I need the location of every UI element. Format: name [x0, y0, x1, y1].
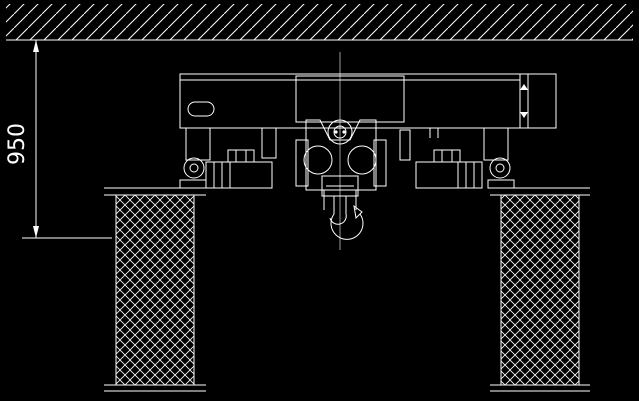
hoist-frame: [179, 73, 557, 161]
ceiling: [6, 4, 633, 41]
right-support-column: [490, 187, 590, 392]
right-travel-motor: [415, 149, 515, 189]
left-travel-motor: [179, 149, 273, 189]
height-dimension: 950: [5, 39, 112, 239]
dimension-label: 950: [5, 123, 30, 165]
hoist-drum: [295, 119, 387, 210]
hook: [321, 175, 364, 240]
left-support-column: [104, 187, 206, 392]
